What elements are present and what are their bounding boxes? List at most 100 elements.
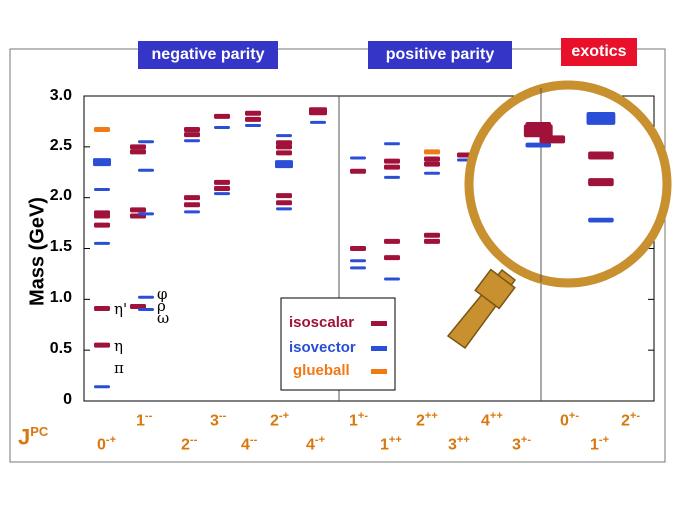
magnifier-neck [474, 268, 516, 310]
negative-parity-badge: negative parity [138, 41, 278, 69]
level-bar-isovector [384, 142, 400, 146]
x-label-4mm: 4-- [241, 434, 258, 454]
level-bar-isovector [138, 295, 154, 299]
lens-level-bars [523, 112, 616, 223]
level-bar-isoscalar [350, 168, 366, 174]
level-bar-isovector [214, 192, 230, 196]
level-bar-isoscalar [184, 195, 200, 201]
x-label-2pm: 2+- [621, 410, 640, 430]
level-bar-isoscalar [384, 158, 400, 164]
level-bar-isovector [184, 210, 200, 214]
level-bar-isovector [94, 188, 110, 192]
level-bar-isoscalar [94, 305, 110, 311]
jpc-axis-label: JPC [18, 424, 49, 450]
x-label-4pp: 4++ [481, 410, 503, 430]
y-tick-label: 2.5 [49, 137, 72, 154]
x-label-2mm: 2-- [181, 434, 198, 454]
level-bar-isoscalar [276, 193, 292, 199]
level-bar-isovector [350, 266, 366, 270]
x-label-3pm: 3+- [512, 434, 531, 454]
level-bar-isoscalar [214, 113, 230, 119]
lens-level-bar-isoscalar [525, 122, 552, 131]
level-bar-isoscalar [424, 161, 440, 167]
lens-level-bar-isoscalar [588, 151, 614, 160]
level-bar-isovector [276, 134, 292, 138]
state-label-pi: π [114, 359, 124, 377]
level-bar-isoscalar [184, 132, 200, 138]
x-label-2mp: 2-+ [270, 410, 289, 430]
level-bar-isoscalar [245, 116, 261, 122]
state-label-rho: ρ [157, 297, 166, 315]
magnifier-lens [464, 80, 672, 288]
y-tick-label: 0 [63, 391, 72, 408]
level-bar-isoscalar [276, 144, 292, 150]
legend-swatch-isovector [371, 346, 387, 351]
level-bar-isoscalar [130, 149, 146, 155]
x-label-0mp: 0-+ [97, 434, 116, 454]
level-bar-isoscalar [94, 342, 110, 348]
level-bar-glueball [94, 127, 110, 133]
y-tick-label: 1.0 [49, 289, 72, 306]
exotics-badge: exotics [561, 38, 637, 66]
level-bar-isoscalar [350, 246, 366, 251]
level-bar-isovector [93, 158, 111, 167]
level-bar-isovector [384, 277, 400, 281]
level-bar-isovector [138, 212, 154, 216]
level-bar-isovector [245, 123, 261, 127]
level-bar-isovector [350, 156, 366, 160]
level-bar-isoscalar [94, 222, 110, 228]
level-bar-isoscalar [424, 232, 440, 238]
level-bar-isoscalar [384, 255, 400, 261]
level-bar-isoscalar [130, 144, 146, 150]
lens-level-bar-isoscalar [588, 178, 614, 187]
x-label-1mm: 1-- [136, 410, 153, 430]
level-bar-isoscalar [384, 238, 400, 244]
level-bar-isoscalar [94, 210, 110, 216]
level-bar-isovector [138, 168, 154, 172]
level-bar-isoscalar [214, 179, 230, 185]
level-bar-isovector [94, 385, 110, 389]
level-bar-isovector [276, 207, 292, 211]
level-bar-isovector [350, 259, 366, 263]
state-label-omega: ω [157, 309, 170, 327]
lens-level-bar-isoscalar [539, 135, 566, 144]
level-bar-isovector [424, 171, 440, 175]
magnifier [446, 80, 672, 350]
level-bar-isovector [184, 139, 200, 143]
level-bar-isoscalar [245, 110, 261, 116]
legend-swatch-glueball [371, 369, 387, 374]
state-label-eta-prime: η' [114, 300, 128, 318]
level-bar-isovector [138, 140, 154, 144]
level-bar-isoscalar [130, 207, 146, 213]
level-bar-isovector [275, 160, 293, 169]
level-bar-isoscalar [130, 303, 146, 309]
state-label-phi: φ [157, 285, 168, 303]
level-bar-isoscalar [184, 202, 200, 208]
level-bar-isoscalar [276, 200, 292, 206]
x-label-3pp: 3++ [448, 434, 470, 454]
legend-swatch-isoscalar [371, 321, 387, 326]
level-bar-isoscalar [424, 238, 440, 244]
x-label-1pm: 1+- [349, 410, 368, 430]
state-label-eta: η [114, 337, 123, 355]
level-bar-isovector [94, 241, 110, 245]
x-label-2pp: 2++ [416, 410, 438, 430]
y-tick-label: 1.5 [49, 238, 72, 255]
level-bar-isovector [214, 126, 230, 130]
y-tick-label: 0.5 [49, 340, 72, 357]
level-bar-isoscalar [384, 164, 400, 170]
x-label-4mp: 4-+ [306, 434, 325, 454]
positive-parity-badge: positive parity [368, 41, 512, 69]
x-label-1mp: 1-+ [590, 434, 609, 454]
level-bar-glueball [424, 149, 440, 155]
level-bar-isovector [138, 308, 154, 311]
lens-level-bar-isovector [586, 112, 616, 125]
y-tick-label: 3.0 [49, 87, 72, 104]
level-bar-isoscalar [309, 107, 327, 116]
level-bar-isovector [384, 175, 400, 179]
level-bar-isoscalar [276, 140, 292, 146]
legend-label-isovector: isovector [289, 339, 356, 356]
x-label-0pm: 0+- [560, 410, 579, 430]
level-bar-isoscalar [214, 186, 230, 192]
